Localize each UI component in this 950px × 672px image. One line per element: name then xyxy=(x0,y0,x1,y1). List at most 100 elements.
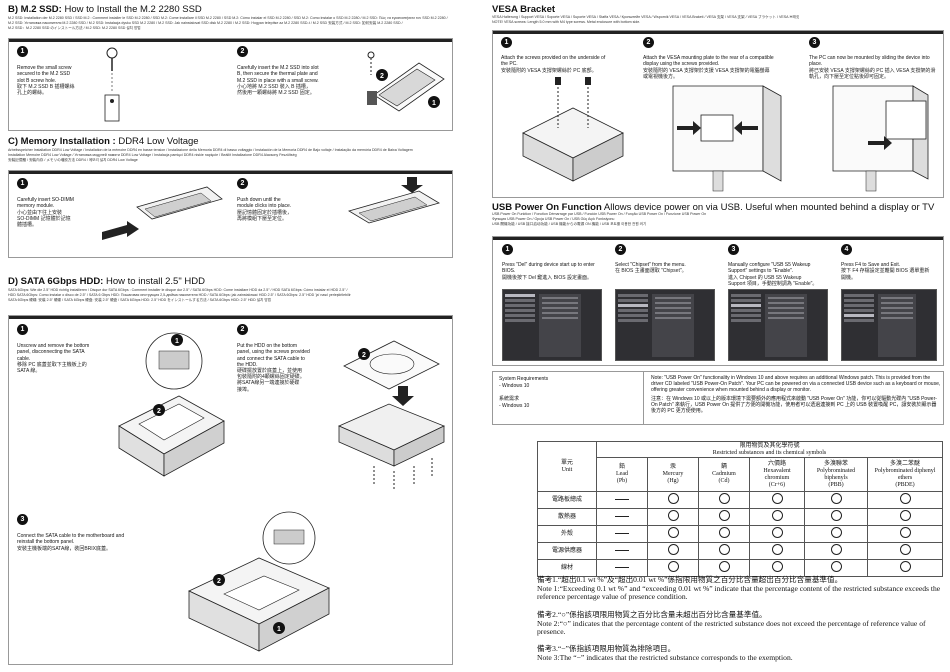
usb-notes-panel: System Requirements - Windows 10 系統需求 - … xyxy=(492,371,944,425)
circle-icon xyxy=(830,510,842,521)
bottom-panel-removal-illustration: 1 2 xyxy=(118,332,225,477)
step-number-2: 2 xyxy=(643,37,654,48)
circle-icon xyxy=(771,510,783,521)
circle-icon xyxy=(830,544,842,555)
circle-icon xyxy=(667,561,679,572)
step-number-3: 3 xyxy=(809,37,820,48)
row-label: 線材 xyxy=(537,559,597,577)
svg-text:2: 2 xyxy=(380,73,384,80)
step-number-1: 1 xyxy=(17,324,28,335)
circle-icon xyxy=(830,561,842,572)
restricted-substances-table: 單元 Unit 限用物質及其化學符號 Restricted substances… xyxy=(537,441,943,577)
sata-steps-panel: 1 Unscrew and remove the bottom panel, d… xyxy=(8,315,453,665)
step-number-3: 3 xyxy=(17,514,28,525)
not-exceed-mark xyxy=(804,559,868,577)
svg-text:2: 2 xyxy=(217,578,221,585)
circle-icon xyxy=(718,493,730,504)
circle-icon xyxy=(667,510,679,521)
not-exceed-mark xyxy=(804,508,868,526)
circle-icon xyxy=(899,493,911,504)
circle-icon xyxy=(718,544,730,555)
not-exceed-mark xyxy=(698,559,750,577)
sata-heading: D) SATA 6Gbps HDD: How to install 2.5" H… xyxy=(8,276,205,287)
not-exceed-mark xyxy=(867,491,943,509)
circle-icon xyxy=(718,510,730,521)
bios-screenshot-4 xyxy=(841,289,937,361)
pc-mounted-illustration xyxy=(832,85,929,192)
table-row: 散熱器 xyxy=(537,508,943,526)
dash-icon xyxy=(615,549,629,551)
step-number-1: 1 xyxy=(501,37,512,48)
not-exceed-mark xyxy=(647,525,699,543)
not-exceed-mark xyxy=(749,559,805,577)
exemption-mark xyxy=(596,525,648,543)
step-number-1: 1 xyxy=(502,244,513,255)
table-row: 電路板總成 xyxy=(537,491,943,509)
exemption-mark xyxy=(596,491,648,509)
table-row: 電源供應器 xyxy=(537,542,943,560)
memory-press-illustration xyxy=(348,177,440,224)
table-title: 限用物質及其化學符號 Restricted substances and its… xyxy=(596,441,943,458)
remark-1: 備考1.“超出0.1 wt %”及“超出0.01 wt %”係指限用物質之百分比… xyxy=(537,575,941,602)
circle-icon xyxy=(718,561,730,572)
not-exceed-mark xyxy=(698,491,750,509)
step-number-3: 3 xyxy=(728,244,739,255)
m2-steps-panel: 1 Remove the small screw secured to the … xyxy=(8,38,453,131)
circle-icon xyxy=(899,510,911,521)
sata-connect-illustration: 2 1 xyxy=(188,511,330,652)
vesa-heading: VESA Bracket xyxy=(492,4,556,15)
step-number-2: 2 xyxy=(237,178,248,189)
not-exceed-mark xyxy=(867,542,943,560)
m2-heading: B) M.2 SSD: How to Install the M.2 2280 … xyxy=(8,4,202,15)
vesa-steps-panel: 1 Attach the screws provided on the unde… xyxy=(492,30,944,198)
not-exceed-mark xyxy=(804,542,868,560)
usb-heading: USB Power On Function Allows device powe… xyxy=(492,202,935,213)
memory-heading: C) Memory Installation : DDR4 Low Voltag… xyxy=(8,136,199,147)
not-exceed-mark xyxy=(867,525,943,543)
step-number-2: 2 xyxy=(615,244,626,255)
svg-text:1: 1 xyxy=(432,100,436,107)
screw-illustration xyxy=(104,47,120,122)
circle-icon xyxy=(771,544,783,555)
hdd-mount-illustration: 2 xyxy=(338,340,445,491)
memory-insert-illustration xyxy=(102,186,223,240)
table-row: 外殼 xyxy=(537,525,943,543)
not-exceed-mark xyxy=(698,508,750,526)
pc-underside-illustration xyxy=(522,77,624,182)
usb-note-text: Note: "USB Power On" functionality in Wi… xyxy=(651,375,941,415)
circle-icon xyxy=(667,493,679,504)
not-exceed-mark xyxy=(749,525,805,543)
vesa-plate-illustration xyxy=(672,85,782,192)
not-exceed-mark xyxy=(867,508,943,526)
not-exceed-mark xyxy=(647,542,699,560)
not-exceed-mark xyxy=(749,542,805,560)
unit-header: 單元 Unit xyxy=(537,441,597,492)
m2-ssd-insert-illustration: 2 1 xyxy=(367,51,445,112)
exemption-mark xyxy=(596,559,648,577)
step-number-4: 4 xyxy=(841,244,852,255)
memory-steps-panel: 1 Carefully insert SO-DIMM memory module… xyxy=(8,170,453,258)
step-number-2: 2 xyxy=(237,46,248,57)
circle-icon xyxy=(771,561,783,572)
circle-icon xyxy=(667,544,679,555)
sata-subtitle: SATA 6Gbps: Wie die 2.5" HDD richtig ins… xyxy=(8,288,351,302)
not-exceed-mark xyxy=(804,525,868,543)
bios-screenshot-1 xyxy=(502,289,602,361)
dash-icon xyxy=(615,498,629,500)
not-exceed-mark xyxy=(698,542,750,560)
row-label: 電路板總成 xyxy=(537,491,597,509)
not-exceed-mark xyxy=(647,559,699,577)
m2-subtitle: M.2 SSD: Installation der M.2 2280 SSD /… xyxy=(8,16,448,30)
step-number-1: 1 xyxy=(17,46,28,57)
dash-icon xyxy=(615,532,629,534)
usb-subtitle: USB Power On Funktion / Fonction Démarra… xyxy=(492,212,707,226)
circle-icon xyxy=(667,527,679,538)
row-label: 電源供應器 xyxy=(537,542,597,560)
remark-3: 備考3.“−”係指該項限用物質為排除項目。 Note 3:The “−” ind… xyxy=(537,644,793,662)
